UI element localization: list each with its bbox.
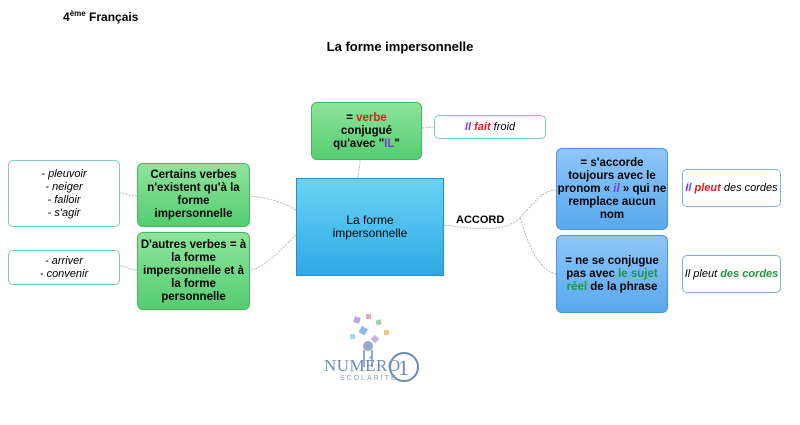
page-title: La forme impersonnelle (326, 39, 474, 54)
ex2-il: Il (685, 181, 692, 194)
verb-pleuvoir: - pleuvoir (41, 167, 87, 180)
level-suffix: ème (69, 9, 86, 18)
node-verbe-il-text: = verbe conjugué qu'avec "IL" (333, 112, 400, 151)
verb-falloir: - falloir (47, 193, 81, 206)
logo-text: NUMÉRO (324, 356, 401, 375)
ex3-pre: Il pleut (684, 267, 721, 280)
subject-label: Français (89, 10, 139, 24)
link-top-note (421, 126, 435, 129)
example-il-pleut: Il pleut des cordes (682, 169, 781, 207)
verb-convenir: - convenir (39, 267, 89, 280)
sujet-reel-part1: = ne se conjugue pas avec (565, 254, 659, 280)
logo-digit: 1 (398, 355, 409, 380)
logo-graphic: 1 (350, 314, 419, 382)
node-autres-verbes: D'autres verbes = à la forme impersonnel… (137, 232, 250, 310)
verb-neiger: - neiger (45, 180, 83, 193)
ex2-pleut: pleut (694, 181, 721, 194)
pronom-il: il (613, 182, 620, 195)
node-accord-il: = s'accorde toujours avec le pronom « il… (556, 148, 668, 230)
eq-sign: = (346, 111, 357, 124)
autres-verbes-text: D'autres verbes = à la forme impersonnel… (140, 238, 247, 303)
accord-il-part1: = s'accorde toujours avec le pronom « (557, 156, 656, 195)
numero1-logo: 1 NUMÉRO SCOLARITÉ (324, 312, 424, 404)
ex2-rest: des cordes (720, 181, 778, 194)
node-sujet-reel: = ne se conjugue pas avec le sujet réel … (556, 235, 668, 313)
link-center-accord (443, 217, 521, 230)
verb-arriver: - arriver (45, 254, 83, 267)
link-note1 (119, 192, 138, 197)
accord-label: ACCORD (456, 214, 505, 226)
ex-fait: fait (474, 120, 491, 133)
link-note2 (119, 265, 138, 271)
center-text: La forme impersonnelle (332, 213, 408, 240)
accord-il-part2: » qui ne remplace aucun nom (568, 182, 667, 221)
link-left2 (249, 234, 297, 271)
word-verbe: verbe (356, 111, 387, 124)
example-des-cordes: Il pleut des cordes (682, 255, 781, 293)
close-quote: " (394, 137, 400, 150)
example-il-fait-froid: Il fait froid (434, 115, 546, 139)
ex3-des-cordes: des cordes (720, 267, 779, 280)
accord-il-text: = s'accorde toujours avec le pronom « il… (557, 157, 667, 222)
word-conjugue: conjugué (340, 124, 393, 137)
note-verbes-impersonnels: - pleuvoir - neiger - falloir - s'agir (8, 160, 120, 227)
text-qu-avec: qu'avec " (333, 137, 385, 150)
level-number: 4 (63, 10, 70, 24)
node-verbe-il: = verbe conjugué qu'avec "IL" (311, 102, 422, 160)
ex-il: Il (464, 120, 472, 133)
note-verbes-mixtes: - arriver - convenir (8, 250, 120, 285)
link-right2 (519, 217, 557, 275)
verb-sagir: - s'agir (47, 206, 81, 219)
node-certains-verbes: Certains verbes n'existent qu'à la forme… (137, 163, 250, 227)
center-node: La forme impersonnelle (296, 178, 444, 276)
sujet-reel-part2: de la phrase (587, 280, 658, 293)
sujet-reel-text: = ne se conjugue pas avec le sujet réel … (557, 255, 667, 294)
link-top (357, 159, 361, 179)
ex-froid: froid (490, 120, 516, 133)
certains-verbes-text: Certains verbes n'existent qu'à la forme… (147, 169, 240, 220)
logo-subtext: SCOLARITÉ (340, 375, 398, 382)
link-left1 (249, 195, 297, 211)
sujet-reel-words: le sujet réel (566, 267, 658, 293)
word-il: IL (384, 137, 395, 150)
header-level: 4ème Français (63, 9, 138, 24)
link-right1 (519, 189, 557, 219)
